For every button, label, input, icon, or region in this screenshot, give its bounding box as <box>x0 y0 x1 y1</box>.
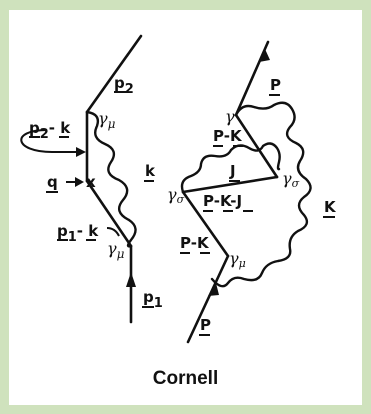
label-q: q <box>47 173 58 191</box>
label-p2: p2 <box>114 74 134 97</box>
arrow-p1 <box>126 272 136 287</box>
bracket-hook <box>106 227 120 237</box>
right-feynman-diagram: P γ P-K J γσ γσ P-K-J K P-K γμ P <box>167 40 337 344</box>
label-p-bottom: P <box>200 316 211 334</box>
label-k-outer: K <box>324 198 337 216</box>
label-p-k-upper: P-K <box>213 127 243 145</box>
arrow-p-out <box>259 49 270 62</box>
label-gamma-mu-top: γμ <box>98 109 116 131</box>
label-p1-minus-k: p1- k <box>57 222 99 245</box>
fermion-line-p-in <box>186 254 230 344</box>
label-p-k-lower: P-K <box>180 234 210 252</box>
curved-arrow <box>20 129 82 153</box>
caption: Cornell <box>152 368 219 389</box>
fermion-line-middle <box>181 175 279 194</box>
label-x: x <box>86 173 96 191</box>
photon-line-k <box>85 110 137 248</box>
label-gamma-right: γσ <box>282 169 300 190</box>
label-gamma-top: γ <box>225 107 235 126</box>
arrow-p-in <box>208 283 219 296</box>
photon-line-k-outer <box>210 101 312 288</box>
label-j: J <box>229 162 236 180</box>
label-p1: p1 <box>143 288 163 311</box>
left-feynman-diagram: p2 γμ k p2- k q x p1- k γμ p1 <box>20 34 163 324</box>
label-k: k <box>145 162 156 180</box>
arrow-head-curved <box>76 147 86 157</box>
label-gamma-mu-bottom: γμ <box>107 239 125 261</box>
diagram-card <box>9 10 362 405</box>
fermion-line-upper <box>234 113 279 179</box>
label-p2-minus-k: p2- k <box>29 119 71 142</box>
arrow-q-head <box>75 177 84 187</box>
label-p-k-j: P-K-J <box>203 192 242 210</box>
fermion-line-lower <box>181 190 230 258</box>
fermion-line-p2 <box>85 34 143 114</box>
fermion-line-p1-minus-k <box>85 179 133 248</box>
label-gamma-bottom: γμ <box>229 249 246 270</box>
label-gamma-left: γσ <box>167 185 185 206</box>
label-p-top: P <box>270 76 281 94</box>
